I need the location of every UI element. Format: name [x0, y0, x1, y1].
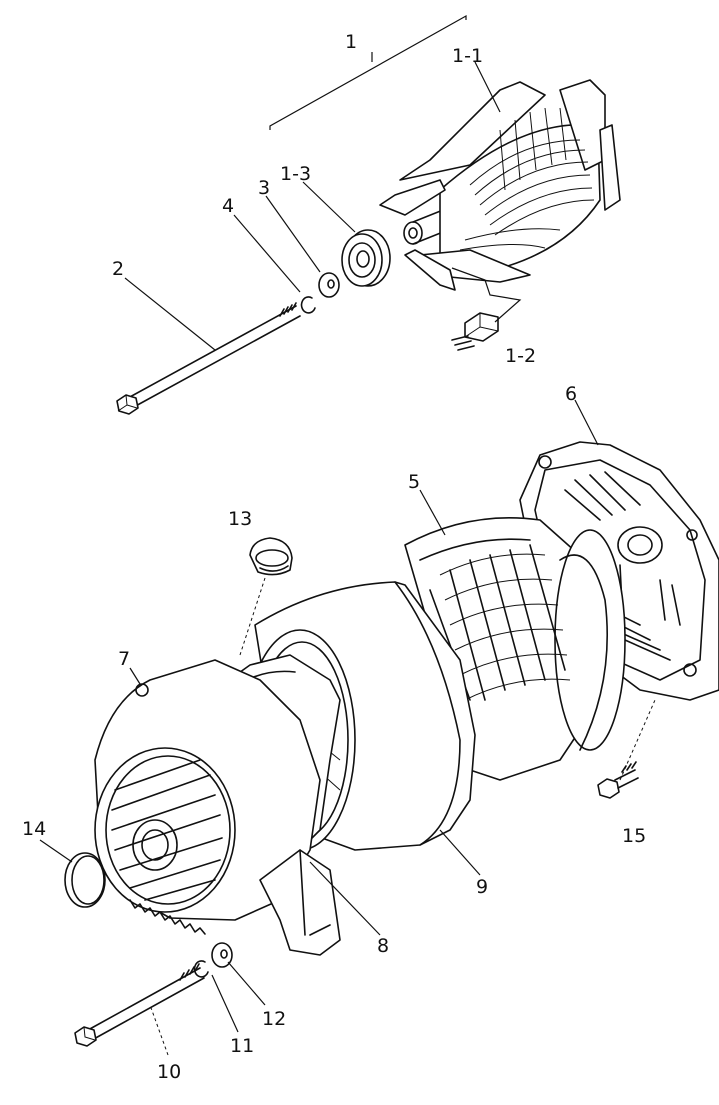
- label-part-9: 9: [476, 876, 488, 898]
- label-part-3: 3: [258, 177, 270, 199]
- rotor-assembly-bracket: [269, 14, 467, 130]
- label-part-1: 1: [345, 31, 357, 53]
- label-part-1-2: 1-2: [505, 345, 536, 367]
- label-part-10: 10: [157, 1061, 181, 1083]
- bearing-part-1-3: [341, 229, 391, 287]
- label-part-7: 7: [118, 648, 130, 670]
- label-part-2: 2: [112, 258, 124, 280]
- part-number-labels: 1 1-1 1-2 1-3 2 3 4 5 6 7 8 9 10 11 12 1…: [22, 31, 646, 1083]
- label-part-1-1: 1-1: [452, 45, 483, 67]
- lock-washer-part-11: [193, 960, 209, 978]
- leader-lines: [39, 52, 599, 1056]
- label-part-6: 6: [565, 383, 577, 405]
- label-part-5: 5: [408, 471, 420, 493]
- label-part-12: 12: [262, 1008, 286, 1030]
- cap-part-14: [64, 852, 106, 908]
- front-end-bell-part-7: [94, 659, 341, 956]
- stator-part-5: [404, 517, 626, 781]
- label-part-1-3: 1-3: [280, 163, 311, 185]
- through-bolt-part-2: [116, 302, 301, 415]
- rotor-part-1-1: [379, 79, 621, 291]
- flat-washer-part-12: [211, 942, 233, 968]
- bolt-part-15: [597, 699, 656, 799]
- label-part-4: 4: [222, 195, 234, 217]
- bolt-part-10: [74, 963, 205, 1047]
- label-part-13: 13: [228, 508, 252, 530]
- label-part-11: 11: [230, 1035, 254, 1057]
- label-part-15: 15: [622, 825, 646, 847]
- label-part-14: 14: [22, 818, 46, 840]
- lock-washer-part-4: [300, 296, 316, 314]
- grommet-part-13: [239, 537, 293, 656]
- flat-washer-part-3: [318, 272, 340, 298]
- label-part-8: 8: [377, 935, 389, 957]
- diode-module-part-1-2: [451, 267, 522, 351]
